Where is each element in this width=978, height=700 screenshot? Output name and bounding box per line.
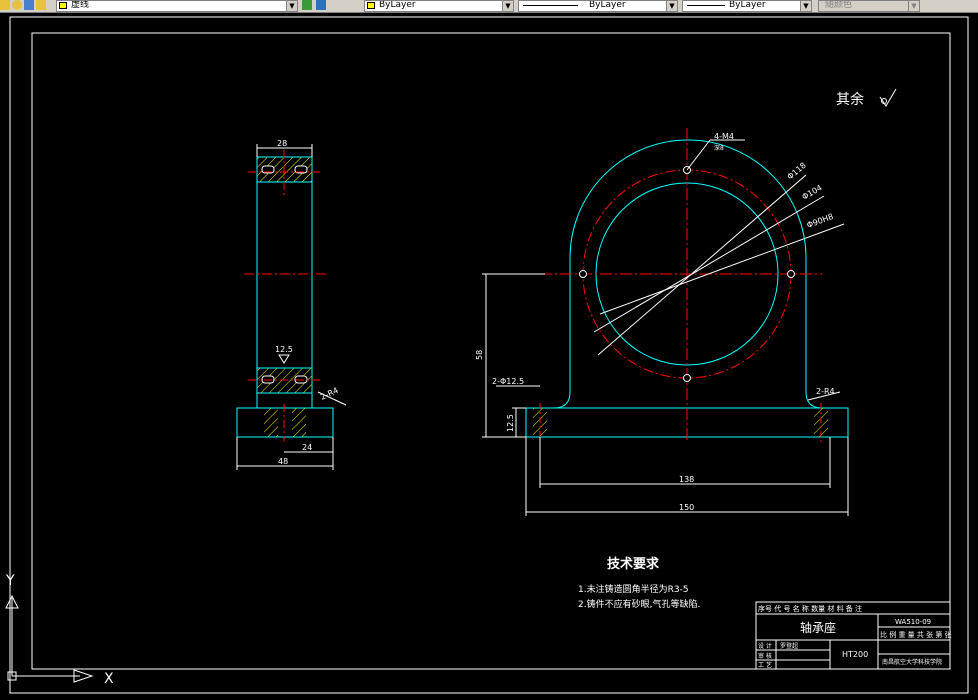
title-school: 南昌航空大学科技学院 <box>882 658 942 666</box>
dim-base-holes: 2-Φ12.5 <box>492 377 524 386</box>
dim-dia-outer: Φ118 <box>786 161 808 182</box>
linetype-label: ByLayer <box>589 0 626 10</box>
side-base <box>236 407 334 438</box>
title-material: HT200 <box>842 650 868 659</box>
outer-frame <box>9 16 969 694</box>
color-swatch <box>367 2 375 9</box>
side-base-hatch-right <box>292 408 306 437</box>
ucs-icon <box>5 594 94 683</box>
chevron-down-icon[interactable]: ▼ <box>908 1 919 11</box>
color-swatch <box>59 2 67 9</box>
roughness-note: 其余 <box>836 91 864 108</box>
color-dropdown[interactable]: ByLayer ▼ <box>364 0 514 12</box>
chevron-down-icon[interactable]: ▼ <box>502 1 513 11</box>
dim-side-chamfer: 2-R4 <box>319 386 340 402</box>
dim-side-base: 48 <box>278 457 288 466</box>
chevron-down-icon[interactable]: ▼ <box>800 1 811 11</box>
dim-front-chamfer: 2-R4 <box>816 387 835 396</box>
layer-dropdown[interactable]: 虚线 ▼ <box>56 0 298 12</box>
color-label: ByLayer <box>379 0 416 10</box>
roughness-symbol-icon <box>879 88 897 107</box>
side-base-hatch-left <box>264 408 278 437</box>
ucs-x-label: X <box>104 671 114 687</box>
dim-height: 58 <box>475 350 484 360</box>
dim-holes: 4-M4 <box>714 132 734 141</box>
folder-icon[interactable] <box>0 0 10 10</box>
ucs-y-label: Y <box>5 573 15 589</box>
title-header: 序号 代 号 名 称 数量 材 料 备 注 <box>758 604 862 613</box>
title-process: 工 艺 <box>758 661 772 669</box>
lineweight-dropdown[interactable]: ByLayer ▼ <box>682 0 812 12</box>
bolt-hole-bottom <box>683 374 691 382</box>
layer-current-label: 虚线 <box>71 0 90 10</box>
make-layer-current-icon[interactable] <box>302 0 312 10</box>
title-block <box>755 601 951 670</box>
lineweight-preview <box>687 5 725 6</box>
layer-state-icon[interactable] <box>24 0 34 10</box>
dim-dia-bore: Φ90H8 <box>806 212 835 230</box>
dim-hole-span: 138 <box>679 475 694 484</box>
dim-side-top: 28 <box>277 139 287 148</box>
side-hole-top-left <box>261 165 275 174</box>
dim-base-thickness: 12.5 <box>506 414 515 432</box>
lineweight-label: ByLayer <box>729 0 766 10</box>
lock-icon[interactable] <box>36 0 46 10</box>
linetype-preview <box>523 5 578 6</box>
side-view: 28 48 24 2-R4 12.5 <box>236 139 347 470</box>
tech-req-title: 技术要求 <box>607 556 660 572</box>
drawing-canvas[interactable]: 其余 28 48 24 2 <box>0 12 978 700</box>
layer-previous-icon[interactable] <box>316 0 326 10</box>
properties-toolbar: 虚线 ▼ ByLayer ▼ ByLayer ▼ ByLayer ▼ 随颜色 ▼ <box>0 0 978 13</box>
dim-total-width: 150 <box>679 503 694 512</box>
bolt-hole-left <box>579 270 587 278</box>
chevron-down-icon[interactable]: ▼ <box>666 1 677 11</box>
inner-frame <box>31 32 951 670</box>
tech-req-line-1: 1.未注铸造圆角半径为R3-5 <box>578 583 689 595</box>
dim-side-roughness: 12.5 <box>275 345 293 354</box>
tech-req-line-2: 2.铸件不应有砂眼,气孔等缺陷. <box>578 598 700 610</box>
front-body-outline <box>569 139 823 409</box>
chevron-down-icon[interactable]: ▼ <box>286 1 297 11</box>
plot-style-label: 随颜色 <box>825 0 853 10</box>
dim-hole-depth: 深8 <box>714 144 724 152</box>
title-designer-name: 罗登超 <box>780 642 798 650</box>
front-view: 4-M4 深8 Φ118 Φ104 Φ90H8 58 2-Φ12.5 12.5 … <box>475 128 849 516</box>
title-checker: 审 核 <box>758 652 772 660</box>
dim-dia-pcd: Φ104 <box>801 183 824 202</box>
title-drawing-no: WA510-09 <box>895 618 931 626</box>
title-scale-row: 比 例 重 量 共 张 第 张 <box>880 630 952 639</box>
bolt-hole-right <box>787 270 795 278</box>
dim-side-half: 24 <box>302 443 312 452</box>
plot-style-dropdown[interactable]: 随颜色 ▼ <box>818 0 920 12</box>
linetype-dropdown[interactable]: ByLayer ▼ <box>518 0 678 12</box>
title-designer: 设 计 <box>758 642 772 650</box>
title-part-name: 轴承座 <box>800 620 836 635</box>
side-hole-top-right <box>294 165 308 174</box>
sun-icon[interactable] <box>12 0 22 10</box>
